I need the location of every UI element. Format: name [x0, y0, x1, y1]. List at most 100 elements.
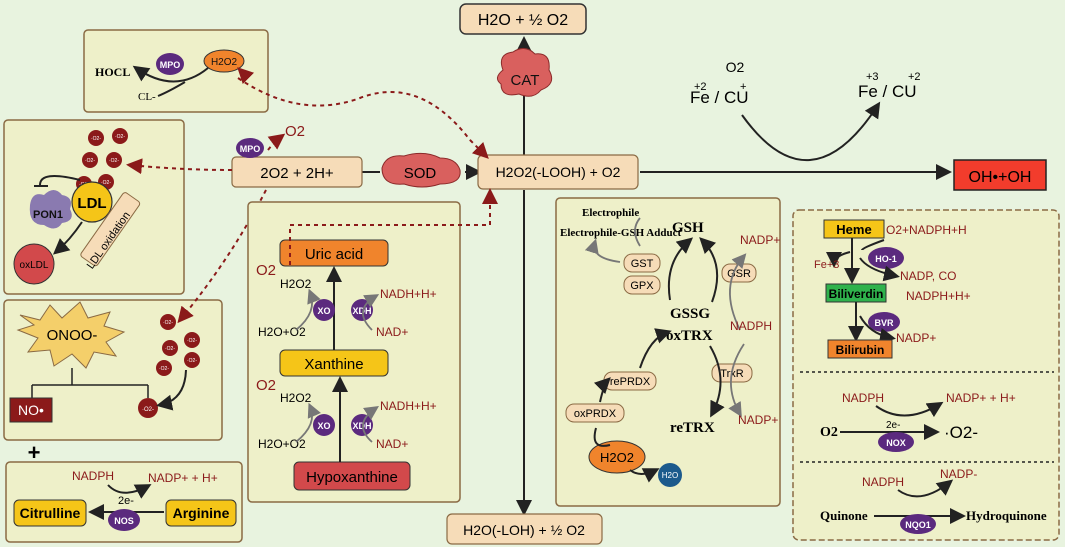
svg-text:HO-1: HO-1 [875, 254, 897, 264]
svg-text:·O2-: ·O2- [187, 338, 197, 344]
svg-text:Uric acid: Uric acid [305, 246, 363, 263]
dashed-xanthine-to-peroxide [289, 188, 498, 265]
svg-text:GPX: GPX [630, 280, 654, 292]
svg-text:GST: GST [631, 258, 654, 270]
svg-text:NO•: NO• [18, 402, 44, 418]
svg-text:O2: O2 [726, 59, 745, 75]
hocl-panel: HOCL MPO H2O2 CL- [83, 29, 269, 113]
svg-text:reTRX: reTRX [670, 420, 715, 436]
svg-text:Arginine: Arginine [173, 505, 230, 521]
svg-text:·O2-: ·O2- [142, 407, 154, 413]
svg-text:Hypoxanthine: Hypoxanthine [306, 469, 398, 486]
plus-sign: + [28, 440, 41, 465]
svg-text:OH•+OH: OH•+OH [969, 169, 1032, 186]
water-oxygen-box: H2O + ½ O2 [459, 3, 587, 35]
svg-text:O2: O2 [256, 377, 276, 394]
svg-text:·O2-: ·O2- [187, 358, 197, 364]
metal-fenton: O2 +2 + Fe / CU +3 +2 Fe / CU [690, 59, 921, 162]
svg-text:rePRDX: rePRDX [610, 376, 651, 388]
svg-text:MPO: MPO [160, 60, 181, 70]
svg-text:Xanthine: Xanthine [304, 356, 363, 373]
svg-text:·O2-: ·O2- [159, 366, 169, 372]
svg-text:NOS: NOS [114, 516, 134, 526]
svg-text:NADPH: NADPH [730, 319, 772, 333]
peroxide-box: H2O2(-LOOH) + O2 [477, 154, 639, 190]
svg-text:Fe / CU: Fe / CU [858, 82, 917, 101]
svg-text:·O2-: ·O2- [101, 180, 111, 186]
svg-text:·O2-: ·O2- [91, 136, 101, 142]
svg-text:NAD+: NAD+ [376, 437, 408, 451]
svg-text:H2O + ½ O2: H2O + ½ O2 [478, 12, 568, 29]
svg-text:NADP, CO: NADP, CO [900, 269, 956, 283]
svg-text:SOD: SOD [404, 165, 437, 182]
svg-text:GSH: GSH [672, 220, 704, 236]
sod-enzyme: SOD [381, 152, 461, 188]
svg-text:Heme: Heme [836, 222, 871, 237]
svg-text:XO: XO [317, 421, 330, 431]
superoxide-box: 2O2 + 2H+ [231, 156, 363, 188]
svg-text:NADP+ + H+: NADP+ + H+ [148, 471, 218, 485]
svg-text:·O2-: ·O2- [115, 134, 125, 140]
svg-text:Biliverdin: Biliverdin [829, 287, 884, 301]
fenton-curve [741, 101, 881, 162]
svg-text:·O2-: ·O2- [163, 320, 173, 326]
svg-text:+: + [740, 81, 746, 93]
svg-text:O2: O2 [820, 425, 838, 440]
svg-text:NADH+H+: NADH+H+ [380, 399, 437, 413]
svg-text:H2O2: H2O2 [600, 450, 634, 465]
svg-text:Hydroquinone: Hydroquinone [966, 508, 1047, 523]
svg-text:PON1: PON1 [33, 209, 63, 221]
svg-text:NQO1: NQO1 [905, 520, 931, 530]
svg-text:oxPRDX: oxPRDX [574, 408, 617, 420]
o2-radical-label: O2 [285, 123, 305, 140]
svg-text:H2O: H2O [662, 471, 678, 480]
svg-text:Bilirubin: Bilirubin [836, 343, 885, 357]
xanthine-panel: Uric acid Xanthine Hypoxanthine XO XDH X… [247, 201, 461, 503]
svg-text:Fe+3: Fe+3 [814, 259, 839, 271]
cat-enzyme: CAT [497, 48, 553, 97]
svg-text:XDH: XDH [352, 421, 371, 431]
svg-text:H2O+O2: H2O+O2 [258, 325, 306, 339]
svg-text:GSSG: GSSG [670, 306, 710, 322]
svg-text:H2O2: H2O2 [211, 57, 238, 68]
svg-text:Citrulline: Citrulline [20, 505, 81, 521]
svg-text:oxTRX: oxTRX [666, 328, 713, 344]
nos-panel: NADPH NADP+ + H+ 2e- Citrulline NOS Argi… [5, 461, 243, 543]
hydroxyl-box: OH•+OH [953, 159, 1047, 191]
glutathione-panel: Electrophile Electrophile-GSH Adduct GSH… [555, 197, 781, 507]
svg-text:oxLDL: oxLDL [20, 260, 49, 271]
svg-text:NAD+: NAD+ [376, 325, 408, 339]
svg-text:NOX: NOX [886, 438, 906, 448]
svg-text:NADP+ + H+: NADP+ + H+ [946, 391, 1016, 405]
svg-text:GSR: GSR [727, 268, 751, 280]
svg-text:O2+NADPH+H: O2+NADPH+H [886, 223, 967, 237]
svg-text:LDL: LDL [77, 195, 106, 212]
ldl-panel: ·O2-·O2- ·O2-·O2- ·O2-·O2- PON1 LDL LDL … [3, 119, 185, 295]
svg-text:Electrophile: Electrophile [582, 207, 639, 219]
svg-text:NADP-: NADP- [940, 467, 977, 481]
svg-text:·O2-: ·O2- [85, 158, 95, 164]
svg-text:H2O+O2: H2O+O2 [258, 437, 306, 451]
svg-text:HOCL: HOCL [95, 65, 130, 79]
svg-text:H2O2(-LOOH) + O2: H2O2(-LOOH) + O2 [496, 164, 621, 180]
svg-text:XDH: XDH [352, 306, 371, 316]
svg-text:Electrophile-GSH Adduct: Electrophile-GSH Adduct [560, 227, 681, 239]
svg-text:BVR: BVR [874, 318, 894, 328]
svg-text:MPO: MPO [240, 144, 261, 154]
svg-text:H2O2: H2O2 [280, 277, 312, 291]
svg-text:XO: XO [317, 306, 330, 316]
svg-text:NADP+: NADP+ [738, 413, 778, 427]
svg-text:·O2-: ·O2- [944, 423, 978, 442]
svg-text:CAT: CAT [511, 72, 540, 89]
svg-text:+2: +2 [908, 71, 921, 83]
svg-text:2e-: 2e- [886, 420, 900, 431]
svg-text:2O2 + 2H+: 2O2 + 2H+ [260, 165, 334, 182]
svg-text:·O2-: ·O2- [109, 158, 119, 164]
svg-text:O2: O2 [256, 262, 276, 279]
svg-text:·O2-: ·O2- [165, 346, 175, 352]
dashed-to-hocl [237, 77, 471, 141]
svg-text:+2: +2 [694, 81, 707, 93]
svg-text:NADPH: NADPH [862, 475, 904, 489]
svg-text:NADPH: NADPH [72, 469, 114, 483]
